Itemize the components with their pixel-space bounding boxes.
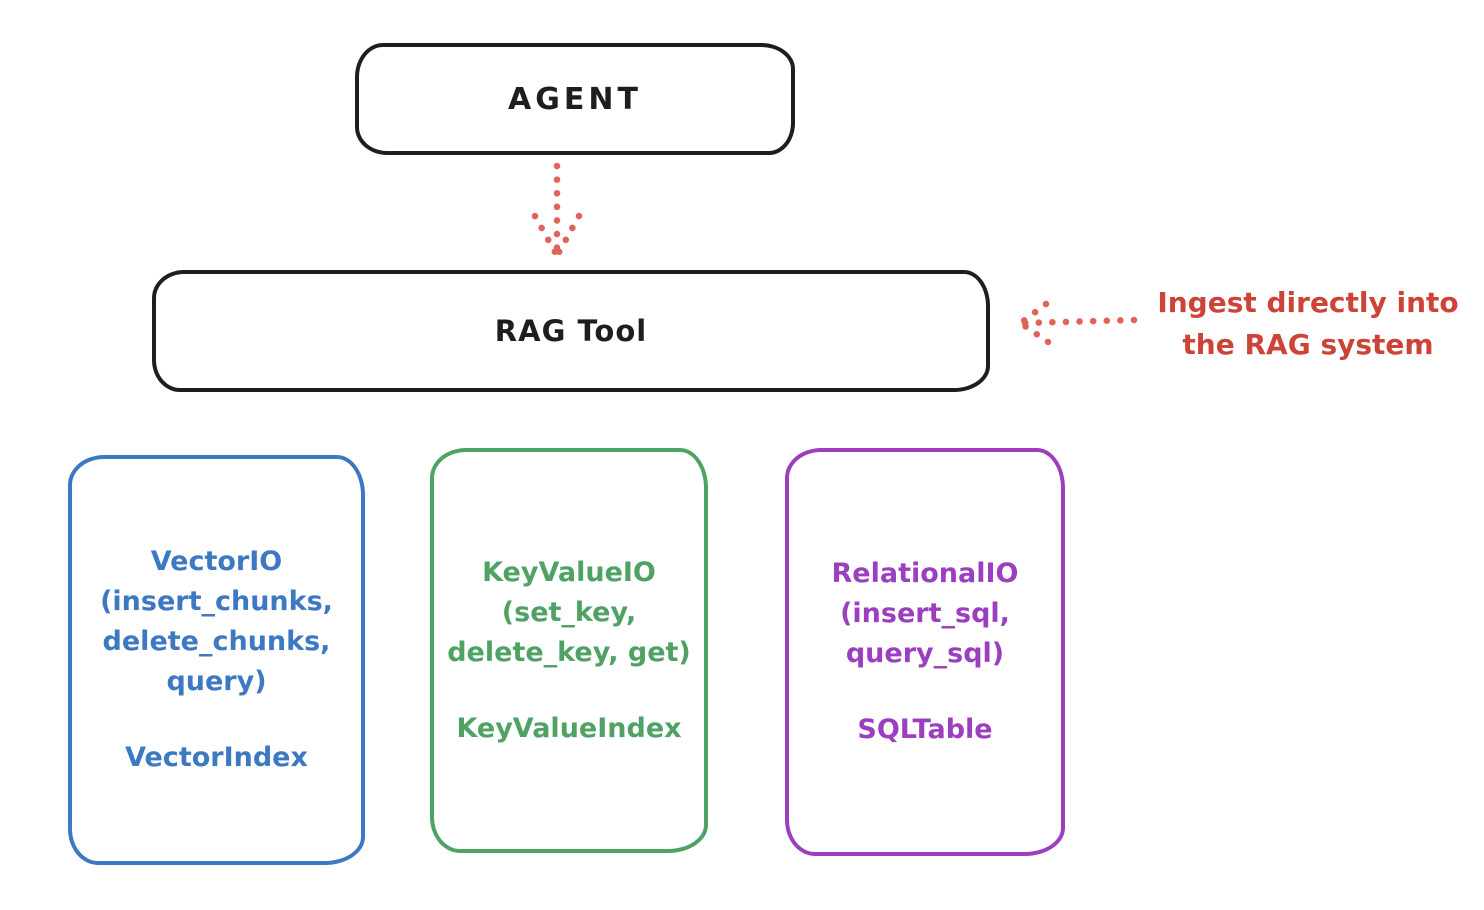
arrowhead-top bbox=[1018, 300, 1050, 326]
keyvalueio-line-3: delete_key, get) bbox=[447, 636, 691, 668]
annotation-line-1: Ingest directly into bbox=[1157, 286, 1459, 319]
vectorio-line-4: query) bbox=[166, 666, 267, 697]
agent-box: AGENT bbox=[355, 43, 795, 155]
keyvalueindex-label: KeyValueIndex bbox=[456, 712, 682, 744]
rag-tool-box: RAG Tool bbox=[152, 270, 990, 392]
rag-tool-label: RAG Tool bbox=[494, 314, 648, 348]
keyvalueio-box: KeyValueIO (set_key, delete_key, get) Ke… bbox=[430, 448, 708, 853]
vectorio-line-2: (insert_chunks, bbox=[100, 586, 333, 617]
relationalio-line-2: (insert_sql, bbox=[840, 598, 1010, 629]
vectorio-line-1: VectorIO bbox=[150, 546, 283, 577]
agent-label: AGENT bbox=[508, 81, 642, 117]
vectorio-box: VectorIO (insert_chunks, delete_chunks, … bbox=[68, 455, 365, 865]
vectorio-line-3: delete_chunks, bbox=[102, 626, 331, 657]
agent-to-rag-arrow-icon bbox=[531, 162, 583, 256]
sqltable-label: SQLTable bbox=[857, 714, 993, 745]
relationalio-line-1: RelationalIO bbox=[831, 558, 1019, 589]
keyvalueio-line-2: (set_key, bbox=[501, 596, 637, 628]
ingest-annotation: Ingest directly into the RAG system bbox=[1140, 282, 1476, 366]
vectorindex-label: VectorIndex bbox=[125, 742, 308, 773]
relationalio-line-3: query_sql) bbox=[845, 638, 1005, 669]
ingest-arrow-icon bbox=[1018, 300, 1138, 346]
arrow-line bbox=[1020, 316, 1138, 327]
arrowhead-right bbox=[555, 212, 583, 256]
keyvalueio-line-1: KeyValueIO bbox=[482, 556, 656, 588]
annotation-line-2: the RAG system bbox=[1182, 328, 1434, 361]
relationalio-box: RelationalIO (insert_sql, query_sql) SQL… bbox=[785, 448, 1065, 856]
arrowhead-left bbox=[531, 212, 559, 256]
arrowhead-bottom bbox=[1018, 320, 1052, 346]
